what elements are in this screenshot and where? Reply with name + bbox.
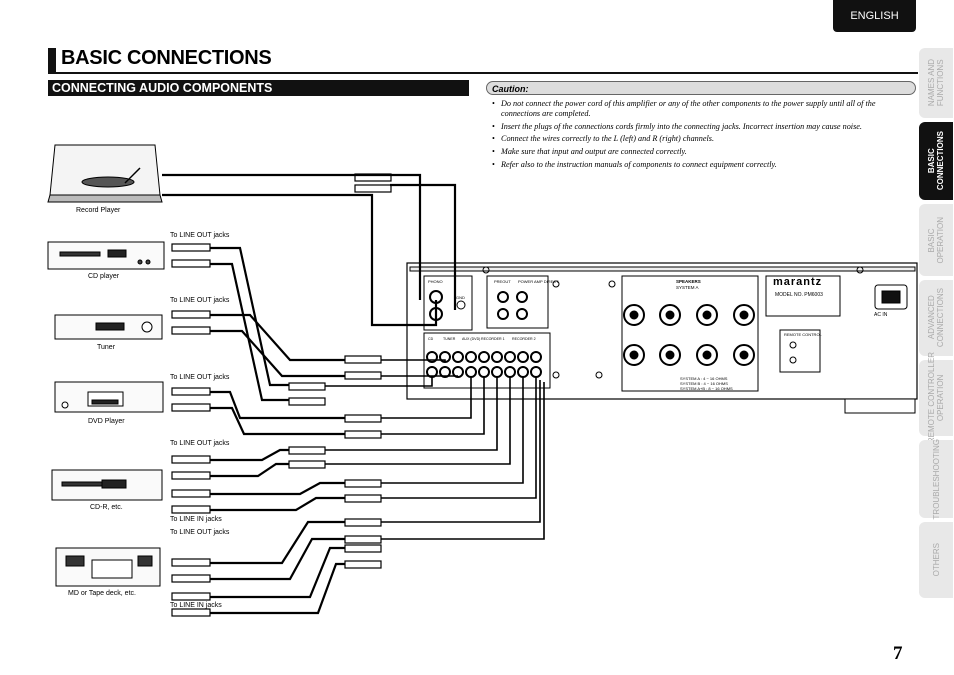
amplifier-rear-panel [406, 262, 918, 414]
cdr-label: CD-R, etc. [90, 504, 123, 511]
amp-model: MODEL NO. PM6003 [775, 292, 823, 298]
language-tab[interactable]: ENGLISH [833, 0, 916, 32]
record-player-illustration [47, 144, 163, 203]
title-underline [48, 72, 918, 74]
tuner-illustration [54, 314, 163, 340]
caution-item: Connect the wires correctly to the L (le… [492, 134, 910, 144]
cdr-illustration [51, 469, 163, 501]
caution-item: Refer also to the instruction manuals of… [492, 160, 910, 170]
tape-line-in-label: To LINE IN jacks [170, 602, 222, 609]
amp-input-tuner-label: TUNER [443, 337, 456, 341]
tuner-label: Tuner [97, 344, 116, 351]
amp-system-a-label: SYSTEM A [676, 285, 699, 290]
amp-impedance-line: SYSTEM B : 4 ~ 16 OHMS [680, 381, 728, 386]
amp-impedance-line: SYSTEM A : 4 ~ 16 OHMS [680, 376, 728, 381]
tab-names-and-functions[interactable]: NAMES AND FUNCTIONS [919, 48, 953, 118]
caution-item: Make sure that input and output are conn… [492, 147, 910, 157]
tab-advanced-connections[interactable]: ADVANCED CONNECTIONS [919, 280, 953, 356]
amp-ac-in-label: AC IN [874, 312, 888, 318]
tab-basic-connections[interactable]: BASIC CONNECTIONS [919, 122, 953, 200]
title-marker [48, 48, 56, 72]
dvd-line-out-label: To LINE OUT jacks [170, 374, 230, 381]
cables [162, 173, 545, 615]
amp-power-amp-direct-label: POWER AMP DIRECT [518, 279, 559, 284]
tape-line-out-label: To LINE OUT jacks [170, 529, 230, 536]
caution-item: Insert the plugs of the connections cord… [492, 122, 910, 132]
amp-input-recorder1-label: RECORDER 1 [481, 337, 505, 341]
cd-line-out-label: To LINE OUT jacks [170, 232, 230, 239]
page-title: BASIC CONNECTIONS [61, 47, 272, 69]
caution-item: Do not connect the power cord of this am… [492, 99, 910, 119]
tab-others[interactable]: OTHERS [919, 522, 953, 598]
tuner-line-out-label: To LINE OUT jacks [170, 297, 230, 304]
cd-player-label: CD player [88, 273, 120, 280]
amp-input-recorder2-label: RECORDER 2 [512, 337, 536, 341]
page-number: 7 [893, 643, 903, 664]
amp-phono-label: PHONO [428, 279, 443, 284]
record-player-label: Record Player [76, 207, 121, 214]
amp-input-cd-label: CD [428, 337, 434, 341]
amp-gnd-label: GND [456, 295, 465, 300]
cd-player-illustration [47, 241, 165, 270]
dvd-player-illustration [54, 381, 164, 413]
tab-remote-controller-operation[interactable]: REMOTE CONTROLLER OPERATION [919, 352, 953, 444]
amp-impedance-line: SYSTEM A+B : 8 ~ 16 OHMS [680, 386, 733, 391]
cable-plugs [171, 173, 392, 617]
amp-speakers-label: SPEAKERS [676, 279, 701, 284]
tape-deck-label: MD or Tape deck, etc. [68, 590, 136, 597]
section-heading: CONNECTING AUDIO COMPONENTS [48, 80, 469, 96]
cdr-line-in-label: To LINE IN jacks [170, 516, 222, 523]
amp-input-aux-label: AUX (DVD) [462, 337, 481, 341]
amp-remote-control-label: REMOTE CONTROL [784, 332, 822, 337]
amp-brand: marantz [773, 276, 823, 288]
amp-preout-label: PREOUT [494, 279, 511, 284]
caution-header: Caution: [486, 81, 916, 95]
dvd-player-label: DVD Player [88, 418, 125, 425]
caution-list: Do not connect the power cord of this am… [492, 99, 910, 173]
tab-troubleshooting[interactable]: TROUBLESHOOTING [919, 439, 953, 519]
cdr-line-out-label: To LINE OUT jacks [170, 440, 230, 447]
tab-basic-operation[interactable]: BASIC OPERATION [919, 204, 953, 276]
tape-deck-illustration [55, 547, 161, 587]
